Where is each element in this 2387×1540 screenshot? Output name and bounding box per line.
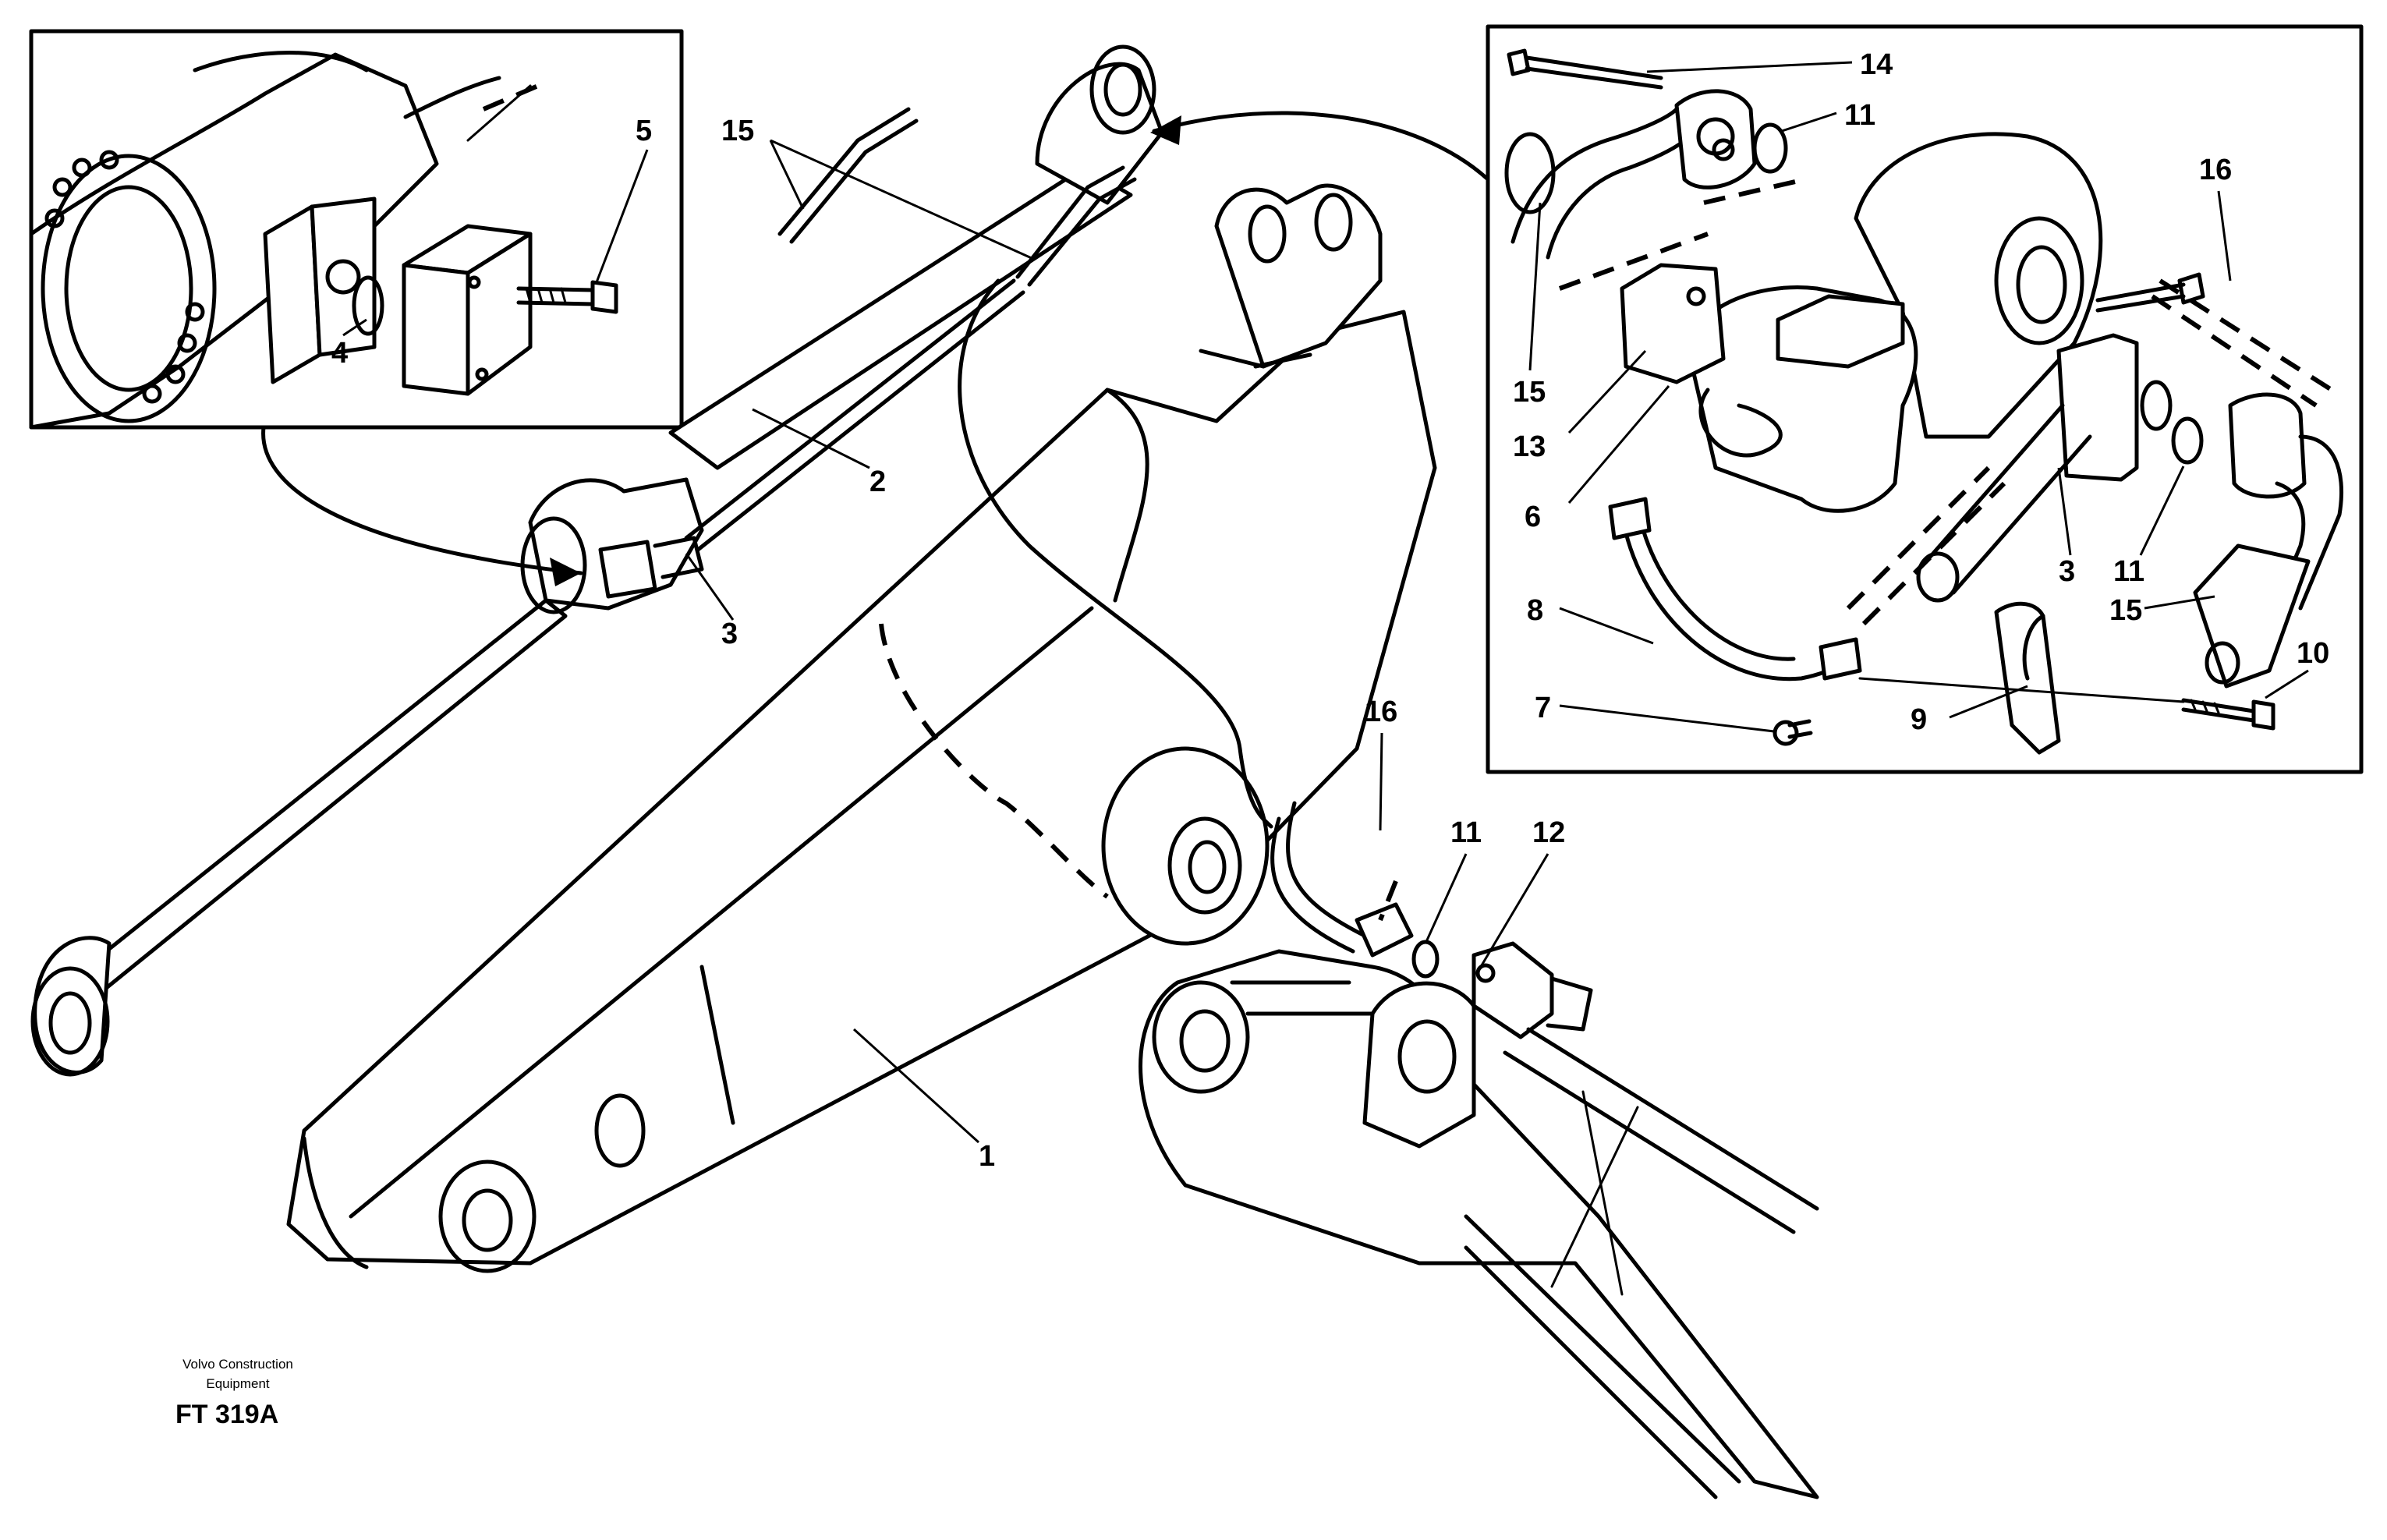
callout-2: 2 <box>869 466 886 498</box>
callout-11-top: 11 <box>1844 99 1875 132</box>
callout-15-inset-left: 15 <box>1513 376 1546 409</box>
main-callouts: 15 2 3 1 16 11 12 <box>721 115 1565 1173</box>
callout-6: 6 <box>1525 501 1541 533</box>
inset-right-callouts: 14 11 16 15 13 6 8 7 9 10 3 11 15 <box>1513 48 2329 736</box>
connector-arcs <box>261 111 1490 586</box>
callout-11-main: 11 <box>1450 816 1482 849</box>
callout-10: 10 <box>2297 637 2329 670</box>
main-assembly <box>30 44 1819 1499</box>
callout-4: 4 <box>331 337 348 370</box>
callout-14: 14 <box>1860 48 1893 81</box>
callout-8: 8 <box>1527 594 1543 627</box>
callout-15-main: 15 <box>721 115 754 147</box>
caption-figure-code: FT 319A <box>175 1400 278 1429</box>
callout-3-inset: 3 <box>2059 555 2075 588</box>
caption-company-line1: Volvo Construction <box>182 1357 293 1372</box>
bolt-circle <box>44 150 205 404</box>
callout-16-inset: 16 <box>2199 154 2232 186</box>
callout-12: 12 <box>1532 816 1565 849</box>
inset-left-detail <box>29 29 684 430</box>
callout-3-main: 3 <box>721 618 738 650</box>
caption-company-line2: Equipment <box>206 1376 270 1391</box>
figure-caption: Volvo Construction Equipment FT 319A <box>175 1357 293 1429</box>
callout-16-main: 16 <box>1365 696 1397 728</box>
callout-5: 5 <box>636 115 652 147</box>
callout-13: 13 <box>1513 430 1546 463</box>
callout-11-right: 11 <box>2113 555 2144 588</box>
callout-9: 9 <box>1911 703 1927 736</box>
inset-right-detail <box>1486 24 2364 774</box>
leader-lines <box>342 61 2309 1144</box>
callout-15-inset-right: 15 <box>2109 594 2142 627</box>
callout-1: 1 <box>979 1140 995 1173</box>
callout-7: 7 <box>1535 692 1551 724</box>
inset-left-callouts: 5 4 <box>331 115 652 370</box>
